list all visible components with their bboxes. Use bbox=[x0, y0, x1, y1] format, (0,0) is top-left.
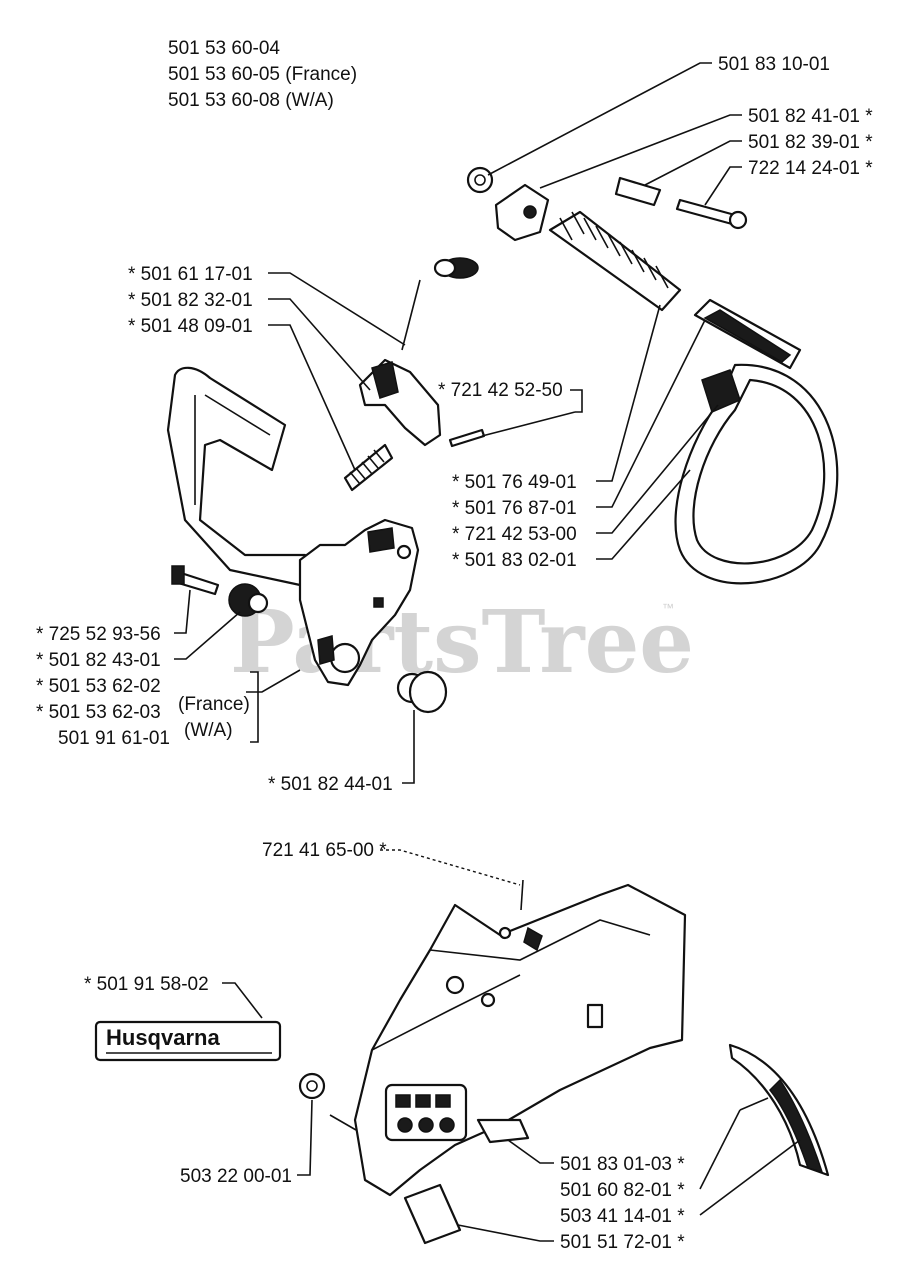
callout-label: 501 82 39-01 * bbox=[748, 132, 873, 153]
callout-label: * 501 76 87-01 bbox=[452, 498, 577, 519]
hand-guard bbox=[166, 366, 307, 587]
decal-text: Husqvarna bbox=[106, 1025, 220, 1050]
callout-label: 501 51 72-01 * bbox=[560, 1232, 685, 1253]
main-spring bbox=[548, 210, 682, 312]
screw-part bbox=[171, 565, 220, 596]
callout-label: * 501 53 62-02 bbox=[36, 676, 161, 697]
header-part-number: 501 53 60-08 (W/A) bbox=[168, 90, 334, 111]
callout-label: * 501 76 49-01 bbox=[452, 472, 577, 493]
callout-label: * 501 82 44-01 bbox=[268, 774, 393, 795]
bushing-part bbox=[228, 583, 269, 617]
callout-label: 722 14 24-01 * bbox=[748, 158, 873, 179]
callout-label: 501 91 61-01 bbox=[58, 728, 170, 749]
callout-label: * 721 42 53-00 bbox=[452, 524, 577, 545]
pin-part bbox=[448, 428, 486, 448]
lever-part bbox=[358, 358, 442, 447]
callout-label: 503 41 14-01 * bbox=[560, 1206, 685, 1227]
husqvarna-decal: Husqvarna bbox=[94, 1020, 282, 1062]
link-part bbox=[494, 183, 550, 242]
watermark-text: PartsTree bbox=[230, 592, 694, 693]
callout-label: 501 83 10-01 bbox=[718, 54, 830, 75]
guard-plate bbox=[728, 1043, 830, 1177]
header-part-number: 501 53 60-04 bbox=[168, 38, 280, 59]
callout-label: (W/A) bbox=[184, 720, 233, 741]
brake-lever-bracket bbox=[298, 518, 420, 687]
callout-label: 501 60 82-01 * bbox=[560, 1180, 685, 1201]
callout-label: * 501 83 02-01 bbox=[452, 550, 577, 571]
callout-label: * 725 52 93-56 bbox=[36, 624, 161, 645]
callout-label: * 501 53 62-03 bbox=[36, 702, 161, 723]
nut-part bbox=[466, 166, 494, 194]
callout-label: (France) bbox=[178, 694, 250, 715]
bushing-part bbox=[396, 670, 448, 714]
header-part-number: 501 53 60-05 (France) bbox=[168, 64, 357, 85]
leader-lines bbox=[174, 62, 801, 1242]
sleeve-part bbox=[614, 176, 662, 207]
callout-label: 501 83 01-03 * bbox=[560, 1154, 685, 1175]
decal-plate bbox=[403, 1183, 462, 1245]
callout-label: * 501 82 32-01 bbox=[128, 290, 253, 311]
callout-label: 721 41 65-00 * bbox=[262, 840, 387, 861]
clutch-cover bbox=[353, 883, 687, 1197]
brake-band bbox=[674, 298, 839, 585]
watermark-trademark: ™ bbox=[662, 601, 674, 615]
callout-label: * 501 61 17-01 bbox=[128, 264, 253, 285]
callout-label: * 721 42 52-50 bbox=[438, 380, 563, 401]
small-spring bbox=[343, 443, 394, 492]
callout-label: 503 22 00-01 bbox=[180, 1166, 292, 1187]
callout-label: 501 82 41-01 * bbox=[748, 106, 873, 127]
callout-label: * 501 82 43-01 bbox=[36, 650, 161, 671]
screw-part bbox=[675, 198, 748, 230]
pin-part bbox=[520, 879, 543, 952]
knob-part bbox=[401, 257, 479, 351]
callout-label: * 501 48 09-01 bbox=[128, 316, 253, 337]
nut-part bbox=[298, 1072, 326, 1100]
callout-label: * 501 91 58-02 bbox=[84, 974, 209, 995]
